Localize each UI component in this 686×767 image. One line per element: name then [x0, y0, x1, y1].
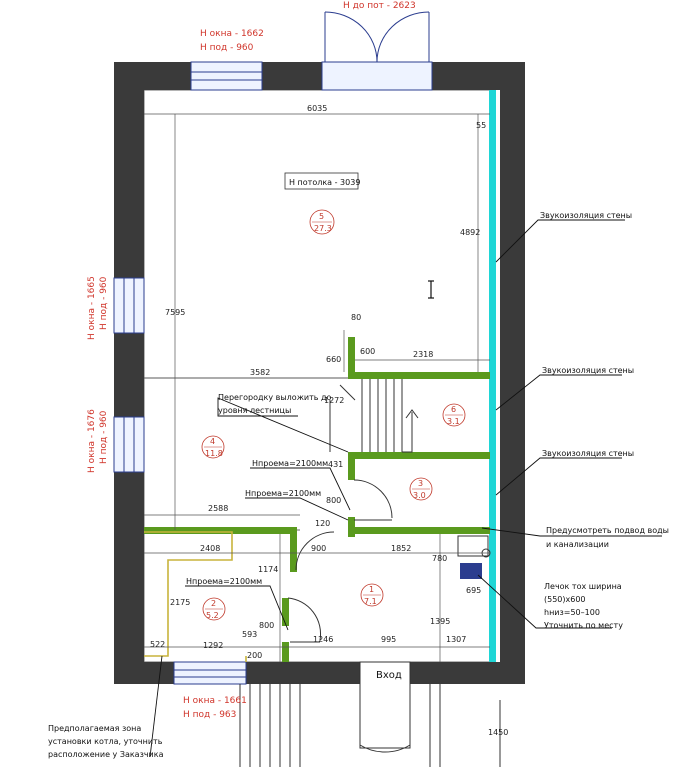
note-tray-line3: hниз=50–100	[544, 608, 600, 617]
dim-120: 120	[315, 519, 330, 528]
opening-height-2: Hпроема=2100мм	[245, 489, 321, 498]
dim-55: 55	[476, 121, 486, 130]
tech-items	[457, 535, 491, 579]
note-partition-line2: уровня лестницы	[218, 406, 291, 415]
window-bottom-height: Н окна - 1661	[183, 696, 247, 706]
dim-660: 660	[326, 355, 341, 364]
leader-lines	[149, 219, 662, 758]
dim-3582: 3582	[250, 368, 270, 377]
note-water-line2: и канализации	[546, 540, 609, 549]
text-cursor-icon	[428, 280, 434, 299]
window-top-sill: Н под - 960	[200, 43, 254, 53]
room-1-area: 7.1	[364, 597, 377, 606]
window-left-lower	[113, 416, 145, 473]
room-3: 3 3.0	[409, 477, 433, 501]
window-left-lower-sill: Н под - 960	[99, 410, 109, 464]
stairs	[329, 379, 419, 453]
ceiling-height: Н потолка - 3039	[289, 178, 360, 187]
dim-200: 200	[247, 651, 262, 660]
dim-600: 600	[360, 347, 375, 356]
note-tray-line1: Лечок тох ширина	[544, 582, 622, 591]
dimension-lines	[144, 113, 490, 662]
room-6-number: 6	[451, 405, 456, 414]
dim-1852: 1852	[391, 544, 411, 553]
dim-6035: 6035	[307, 104, 327, 113]
note-boiler-line1: Предполагаемая зона	[48, 724, 141, 733]
window-left-lower-height: Н окна - 1676	[87, 409, 97, 473]
dim-1450: 1450	[488, 728, 508, 737]
boiler-zone	[144, 531, 247, 662]
dim-1395: 1395	[430, 617, 450, 626]
soundproof-wall	[489, 90, 496, 662]
room-1: 1 7.1	[360, 583, 384, 607]
room-1-number: 1	[369, 585, 374, 594]
room-2-number: 2	[211, 599, 216, 608]
room-3-area: 3.0	[413, 491, 426, 500]
window-bottom-sill: Н под - 963	[183, 710, 236, 720]
dim-800a: 800	[326, 496, 341, 505]
door-swings	[287, 479, 393, 643]
dim-2318: 2318	[413, 350, 433, 359]
note-boiler-line3: расположение у Заказчика	[48, 750, 164, 759]
note-tray-line4: Уточнить по месту	[544, 621, 623, 630]
dim-695: 695	[466, 586, 481, 595]
dim-900: 900	[311, 544, 326, 553]
room-4-area: 11.8	[205, 449, 223, 458]
window-left-upper-height: Н окна - 1665	[87, 276, 97, 340]
note-partition-line1: Перегородку выложить до	[218, 393, 332, 402]
dim-1272: 1272	[324, 396, 344, 405]
room-4-number: 4	[210, 437, 215, 446]
dim-1174: 1174	[258, 565, 278, 574]
entrance	[239, 661, 501, 767]
dim-800b: 800	[259, 621, 274, 630]
room-4: 4 11.8	[201, 435, 225, 459]
dim-1307: 1307	[446, 635, 466, 644]
room-2-area: 5.2	[206, 611, 219, 620]
dim-7595: 7595	[165, 308, 185, 317]
room-5-number: 5	[319, 212, 324, 221]
window-top-height: Н окна - 1662	[200, 29, 264, 39]
dim-2175: 2175	[170, 598, 190, 607]
note-water-line1: Предусмотреть подвод воды	[546, 526, 669, 535]
dim-2588: 2588	[208, 504, 228, 513]
room-6: 6 3.1	[442, 403, 466, 427]
dim-431: 431	[328, 460, 343, 469]
window-top	[190, 61, 263, 91]
dim-4892: 4892	[460, 228, 480, 237]
room-3-number: 3	[418, 479, 423, 488]
dim-593: 593	[242, 630, 257, 639]
room-2: 2 5.2	[202, 597, 226, 621]
dim-995: 995	[381, 635, 396, 644]
dim-80: 80	[351, 313, 361, 322]
window-left-upper	[113, 277, 145, 334]
room-6-area: 3.1	[447, 417, 460, 426]
dim-2408: 2408	[200, 544, 220, 553]
dim-1246: 1246	[313, 635, 333, 644]
window-bottom	[173, 661, 247, 685]
room-5-area: 27.3	[314, 224, 332, 233]
ceiling-height-box: Н потолка - 3039	[284, 172, 360, 190]
partitions	[144, 337, 490, 662]
balcony-door	[321, 11, 433, 91]
note-soundproof-2: Звукоизоляция стены	[542, 366, 634, 375]
note-tray-line2: (550)х600	[544, 595, 586, 604]
note-soundproof-1: Звукоизоляция стены	[540, 211, 632, 220]
opening-height-3: Hпроема=2100мм	[186, 577, 262, 586]
outer-walls	[114, 62, 525, 684]
room-5: 5 27.3	[309, 209, 335, 235]
window-left-upper-sill: Н под - 960	[99, 276, 109, 330]
door-top-height: Н до пот - 2623	[343, 1, 416, 11]
dim-522: 522	[150, 640, 165, 649]
note-boiler-line2: установки котла, уточнить	[48, 737, 163, 746]
dim-1292: 1292	[203, 641, 223, 650]
dim-780: 780	[432, 554, 447, 563]
note-soundproof-3: Звукоизоляция стены	[542, 449, 634, 458]
entrance-label: Вход	[376, 670, 402, 681]
opening-height-1: Hпроема=2100мм	[252, 459, 328, 468]
